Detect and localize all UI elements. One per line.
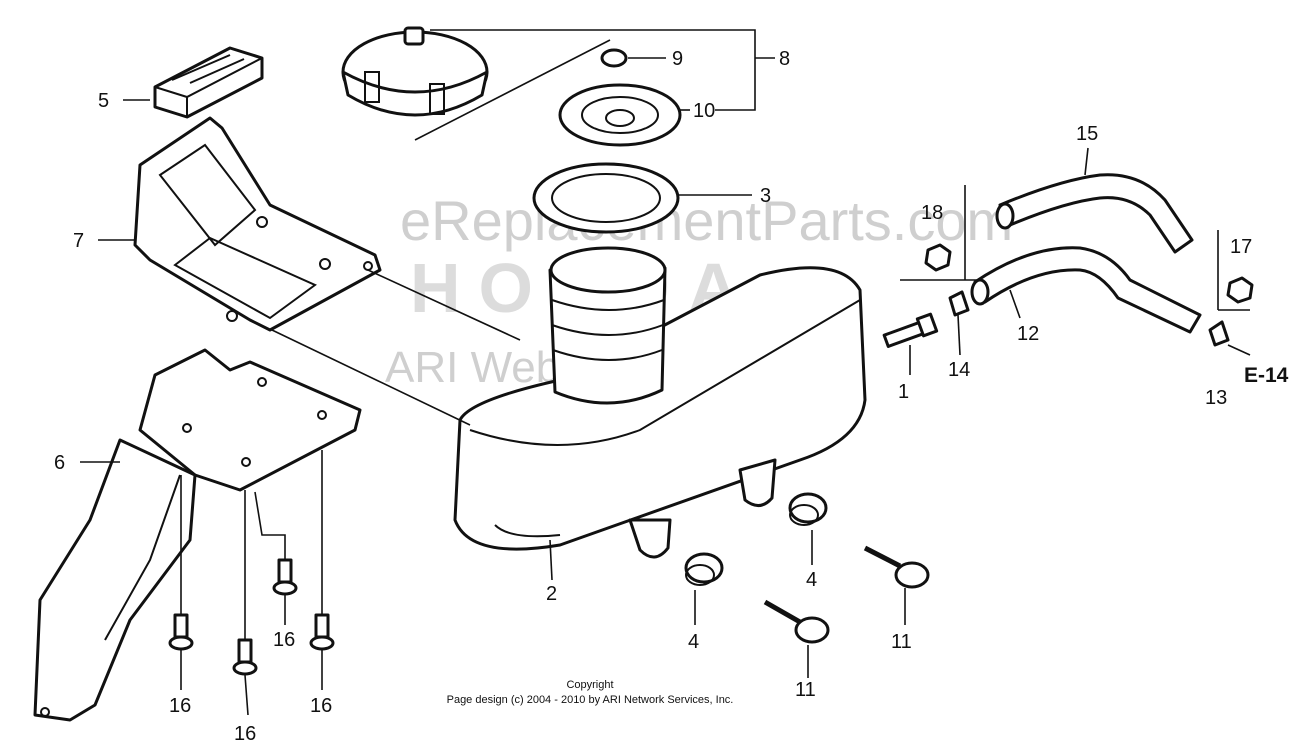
- part-10-filter: [558, 83, 682, 147]
- part-11-bolt-b: [863, 545, 930, 589]
- callout-16d: 16: [310, 695, 332, 717]
- callout-3: 3: [760, 185, 771, 207]
- callout-13: 13: [1205, 387, 1227, 409]
- callout-8: 8: [779, 48, 790, 70]
- part-1-bolt: [882, 312, 939, 348]
- callout-16b: 16: [234, 723, 256, 745]
- part-11-bolt-a: [763, 599, 830, 644]
- callout-2: 2: [546, 583, 557, 605]
- part-6-stay: [33, 348, 362, 722]
- callout-1: 1: [898, 381, 909, 403]
- watermark-site: eReplacementParts.com: [400, 189, 1013, 252]
- callout-12: 12: [1017, 323, 1039, 345]
- reference-e14: E-14: [1244, 364, 1289, 387]
- copyright-notice: Copyright Page design (c) 2004 - 2010 by…: [380, 678, 800, 708]
- part-13-clip: [1208, 320, 1230, 347]
- part-15-hose: [995, 173, 1194, 254]
- part-4-grommet-a: [684, 552, 724, 586]
- callout-10: 10: [693, 100, 715, 122]
- callout-11a: 11: [795, 679, 816, 701]
- part-16-bolt-b: [168, 613, 194, 651]
- part-4-grommet-b: [788, 492, 828, 526]
- part-14-clip: [948, 290, 970, 317]
- leader-lines: [80, 29, 1251, 716]
- part-3-gasket: [532, 162, 680, 234]
- part-17-nut: [1226, 276, 1254, 304]
- callout-9: 9: [672, 48, 683, 70]
- part-7-bracket: [133, 116, 382, 332]
- part-16-bolt-d: [309, 613, 335, 651]
- callout-16c: 16: [273, 629, 295, 651]
- part-9-washer: [600, 48, 628, 68]
- copyright-line-2: Page design (c) 2004 - 2010 by ARI Netwo…: [446, 694, 734, 706]
- part-16-bolt-c: [232, 638, 258, 676]
- callout-5: 5: [98, 90, 109, 112]
- callout-4a: 4: [688, 631, 699, 653]
- callout-14: 14: [948, 359, 970, 381]
- part-5-pad: [153, 46, 264, 119]
- copyright-line-1: Copyright: [566, 679, 614, 691]
- callout-17: 17: [1230, 236, 1252, 258]
- callout-4b: 4: [806, 569, 817, 591]
- callout-7: 7: [73, 230, 84, 252]
- part-2-fuel-tank: [453, 246, 867, 559]
- part-16-bolt-a: [272, 558, 298, 596]
- callout-11b: 11: [891, 631, 912, 653]
- part-8-fuel-cap: [341, 26, 489, 117]
- part-12-hose: [970, 246, 1202, 334]
- callout-6: 6: [54, 452, 65, 474]
- callout-15: 15: [1076, 123, 1098, 145]
- callout-18: 18: [921, 202, 943, 224]
- callout-16a: 16: [169, 695, 191, 717]
- part-18-nut: [924, 243, 952, 272]
